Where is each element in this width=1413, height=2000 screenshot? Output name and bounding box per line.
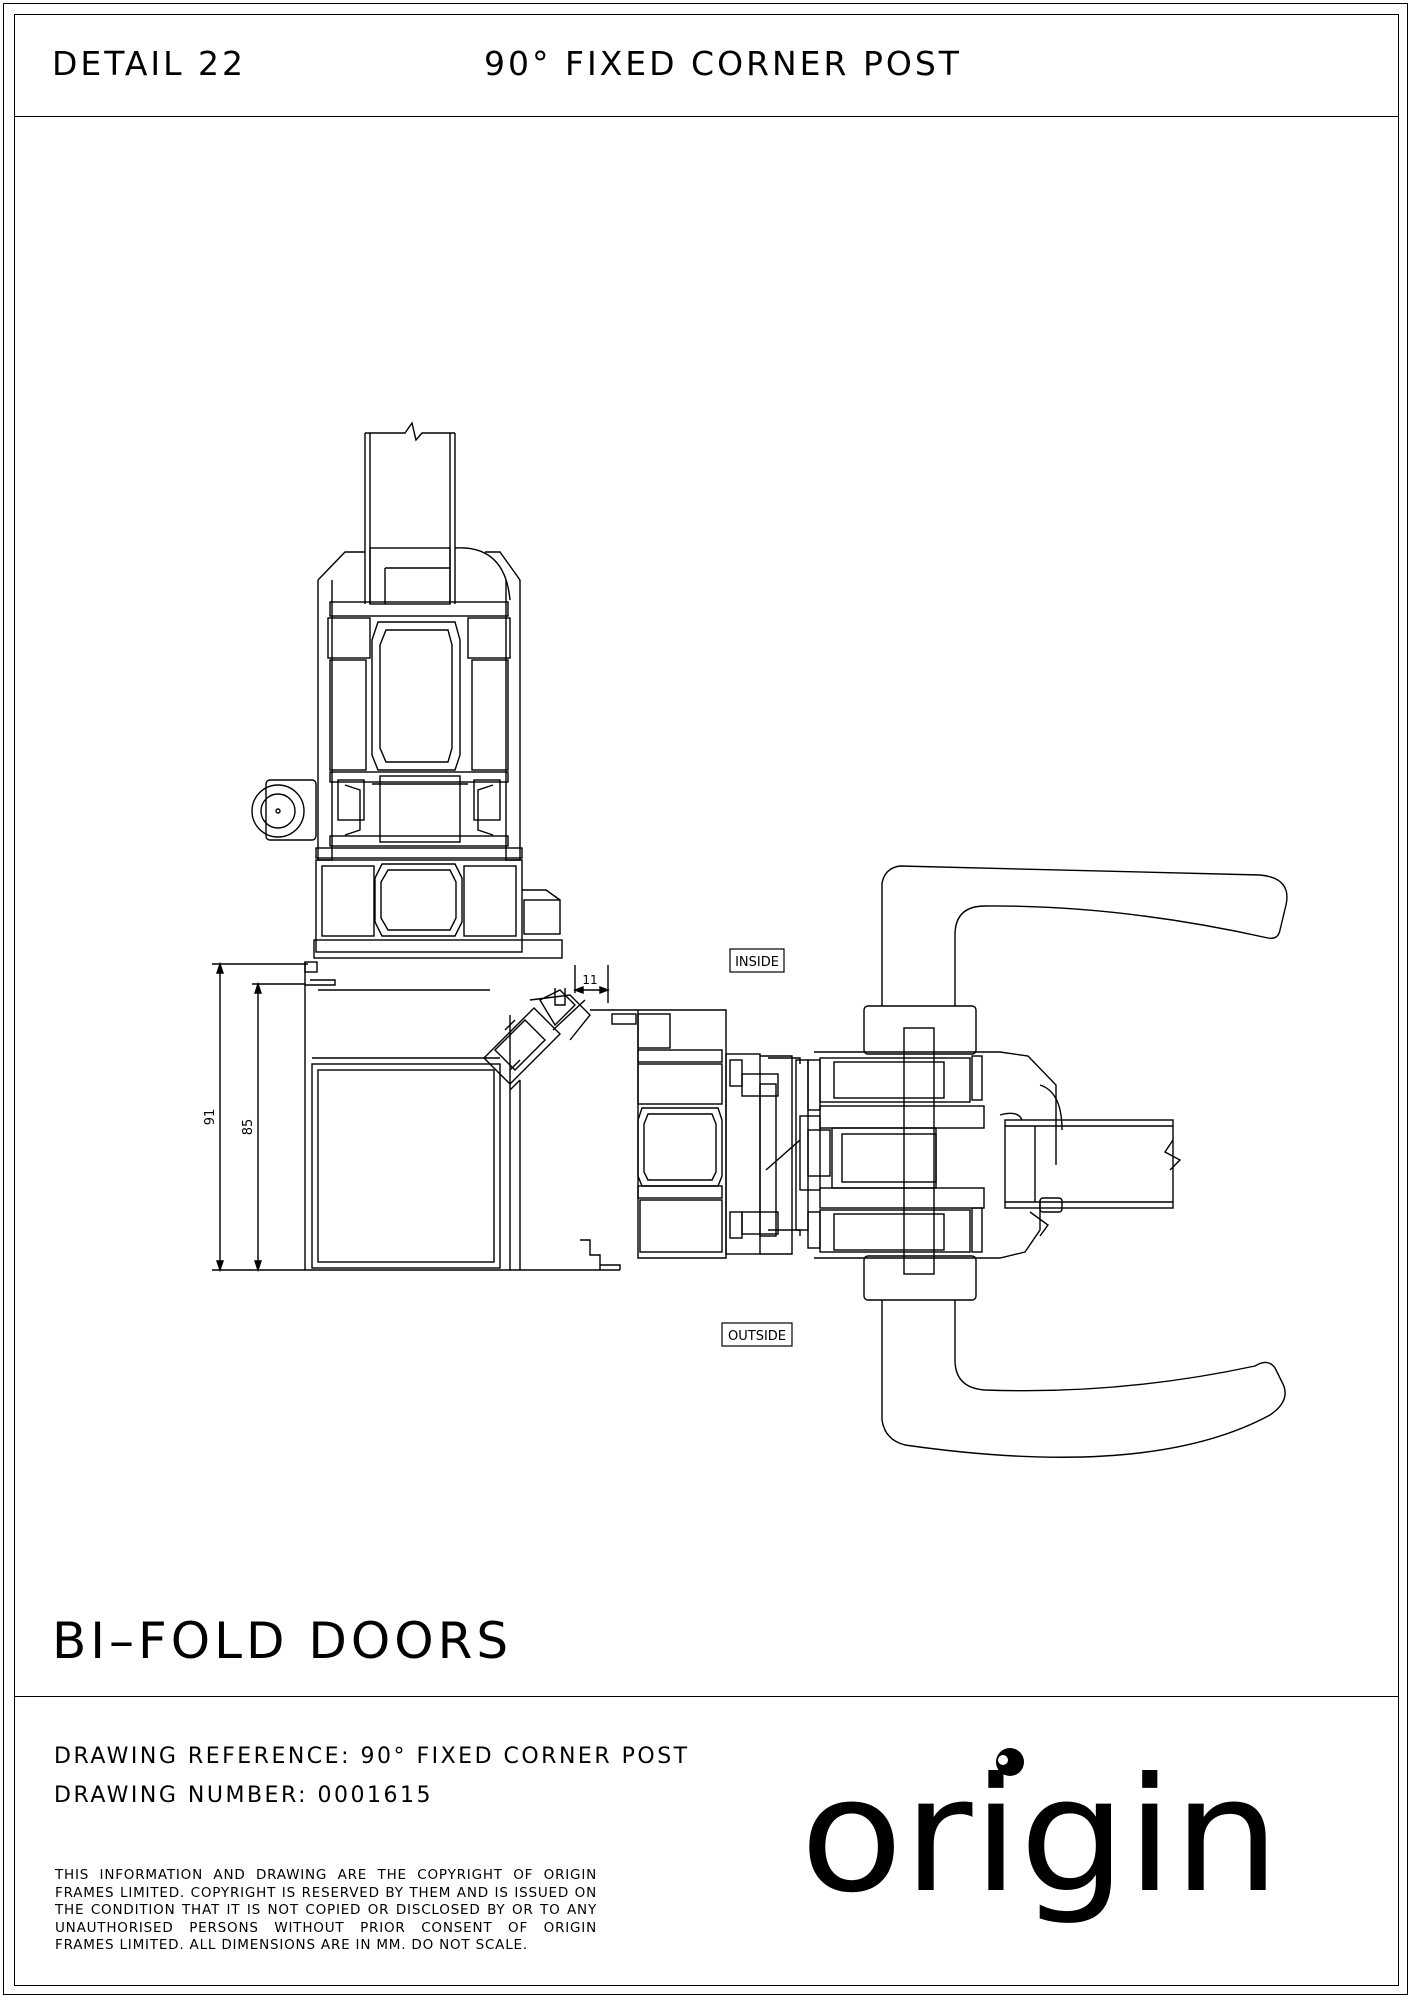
sheet-outer-border	[3, 3, 1408, 1995]
lever-handle	[863, 865, 1288, 1458]
angled-connector	[483, 989, 591, 1085]
drawing-number: DRAWING NUMBER: 0001615	[54, 1783, 433, 1808]
right-glass-panel	[1004, 1119, 1182, 1237]
dimension-85	[252, 981, 305, 1273]
origin-logo: origin	[800, 1744, 1280, 1928]
detail-number: DETAIL 22	[52, 44, 247, 83]
right-sash-profile	[799, 1051, 1063, 1259]
outside-label-box	[721, 1322, 793, 1347]
logo-dot-highlight	[998, 1755, 1008, 1765]
outside-label: OUTSIDE	[728, 1329, 786, 1344]
product-name: BI–FOLD DOORS	[52, 1612, 513, 1670]
inside-label-box	[729, 948, 785, 973]
logo-wordmark: origin	[800, 1744, 1280, 1928]
dimension-91-label: 91	[203, 1109, 218, 1126]
header-divider	[14, 116, 1399, 117]
footer-divider	[14, 1696, 1399, 1697]
dimension-85-label: 85	[241, 1119, 256, 1136]
hinge-knuckle	[251, 779, 317, 841]
detail-title: 90° FIXED CORNER POST	[484, 44, 962, 83]
dimension-91	[212, 961, 308, 1273]
upper-frame-profile	[313, 547, 563, 959]
upper-glass-panel	[364, 421, 456, 604]
drawing-reference: DRAWING REFERENCE: 90° FIXED CORNER POST	[54, 1744, 690, 1769]
copyright-notice: THIS INFORMATION AND DRAWING ARE THE COP…	[55, 1867, 597, 1953]
inside-label: INSIDE	[735, 955, 779, 970]
sheet-inner-border	[14, 14, 1399, 1986]
right-frame-profile	[590, 1009, 831, 1259]
dimension-11	[573, 965, 610, 1003]
dimension-11-label: 11	[582, 973, 597, 987]
corner-post	[304, 961, 621, 1271]
